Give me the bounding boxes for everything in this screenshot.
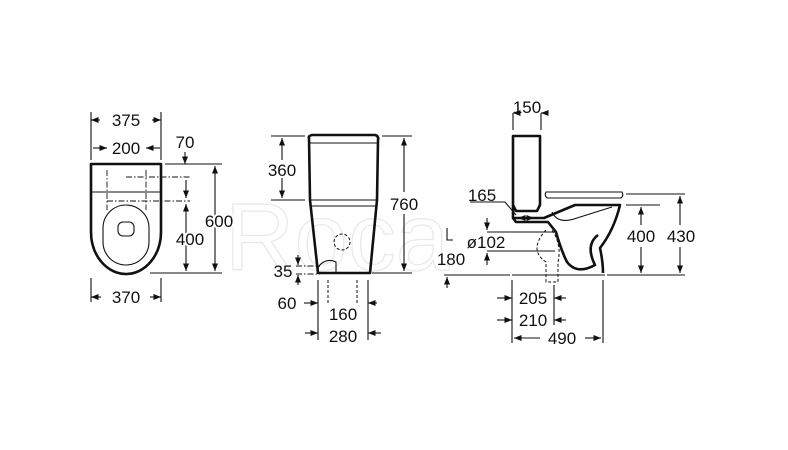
dim-total-depth: 490 xyxy=(548,329,576,348)
dim-total-height: 760 xyxy=(390,195,418,214)
dim-width-top: 375 xyxy=(112,111,140,130)
dim-outlet-diameter: ø102 xyxy=(467,233,506,252)
dim-tank-height: 360 xyxy=(268,161,296,180)
dim-rim-height: 400 xyxy=(627,227,655,246)
dim-outlet-210: 210 xyxy=(519,311,547,330)
dim-outlet-offset: 165 xyxy=(468,186,496,205)
side-view: 150 165 ø102 180 400 430 205 210 490 xyxy=(437,98,695,348)
dim-length: 600 xyxy=(205,212,233,231)
dim-inlet-offset: 60 xyxy=(278,294,297,313)
dim-base-width: 280 xyxy=(329,327,357,346)
dim-hole-spacing: 200 xyxy=(112,139,140,158)
dim-inlet-height: 35 xyxy=(274,262,293,281)
top-view: 375 200 70 600 400 370 xyxy=(89,111,235,307)
dim-width-bowl: 370 xyxy=(112,288,140,307)
front-view: 360 760 35 60 160 280 xyxy=(268,133,418,346)
dim-tank-depth: 150 xyxy=(513,98,541,117)
dim-hole-offset: 70 xyxy=(176,133,195,152)
dim-seat-fixing: 400 xyxy=(176,230,204,249)
dim-fix-spacing: 160 xyxy=(329,305,357,324)
dim-outlet-205: 205 xyxy=(519,289,547,308)
dim-outlet-height: 180 xyxy=(437,250,465,269)
dim-seat-height: 430 xyxy=(667,227,695,246)
